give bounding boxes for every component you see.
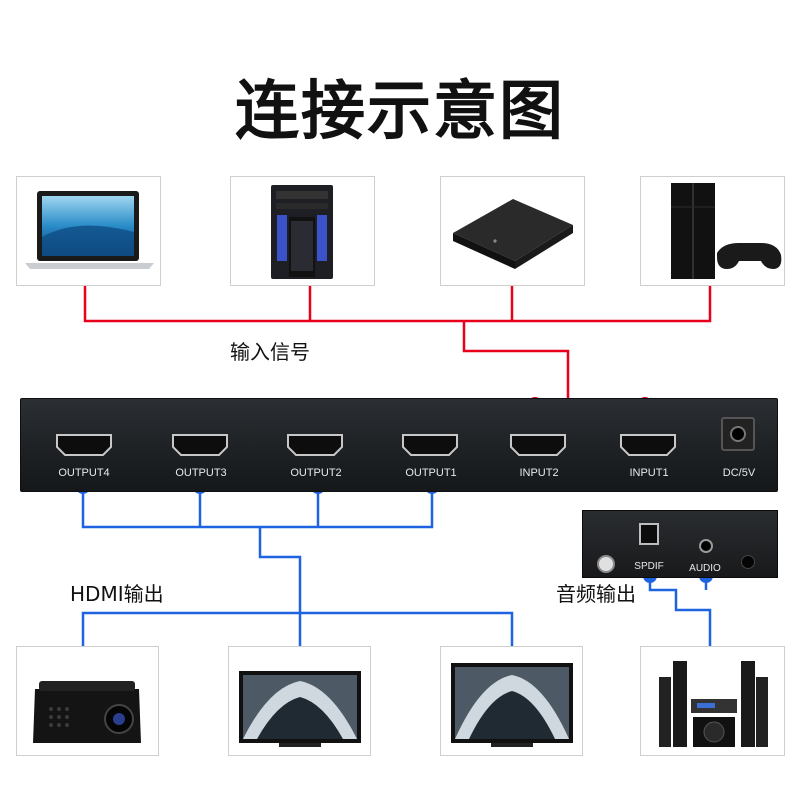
hdmi-switch-unit: OUTPUT4 OUTPUT3 OUTPUT2 OUTPUT1 INPUT2 I… <box>20 398 778 492</box>
output-tv-2 <box>440 646 583 756</box>
speaker-system-icon <box>659 661 768 747</box>
tv-monitor-icon <box>239 671 361 747</box>
output1-port <box>402 434 458 456</box>
output-tv-1 <box>228 646 371 756</box>
input-wire-drop <box>462 321 570 404</box>
input2-label: INPUT2 <box>519 467 559 479</box>
output1-label: OUTPUT1 <box>405 467 457 479</box>
diagram-title: 连接示意图 <box>235 75 565 149</box>
output2-label: OUTPUT2 <box>290 467 342 479</box>
source-game-console <box>640 176 785 286</box>
power-button <box>597 555 615 573</box>
hdmi-output-label: HDMI输出 <box>70 582 164 606</box>
dc-label: DC/5V <box>722 467 756 479</box>
optical-port <box>639 523 659 545</box>
output3-port <box>172 434 228 456</box>
source-desktop-pc <box>230 176 375 286</box>
input-wire-bus <box>83 286 712 323</box>
output2-port <box>287 434 343 456</box>
laptop-icon <box>25 191 154 269</box>
source-tv-box <box>440 176 585 286</box>
input2-port <box>510 434 566 456</box>
output-wire-bus <box>81 487 434 529</box>
dc-power-jack <box>721 417 755 451</box>
output-projector <box>16 646 159 756</box>
spdif-label: SPDIF <box>634 561 664 572</box>
output-speaker-system <box>640 646 785 756</box>
input1-label: INPUT1 <box>629 467 669 479</box>
audio-label: AUDIO <box>689 563 721 574</box>
projector-icon <box>33 681 141 743</box>
game-console-icon <box>671 183 782 279</box>
audio-wire <box>648 578 712 646</box>
audio-jack <box>699 539 713 553</box>
output3-label: OUTPUT3 <box>175 467 227 479</box>
source-laptop <box>16 176 161 286</box>
led-indicator <box>741 555 755 569</box>
output4-label: OUTPUT4 <box>58 467 110 479</box>
tv-box-icon <box>453 199 573 269</box>
output-wire-drop <box>258 527 302 646</box>
output4-port <box>56 434 112 456</box>
desktop-pc-icon <box>271 185 333 279</box>
output-wire-to-displays <box>81 611 514 646</box>
audio-extractor-unit: SPDIF AUDIO <box>582 510 778 578</box>
input1-port <box>620 434 676 456</box>
tv-monitor-icon <box>451 663 573 747</box>
audio-output-label: 音频输出 <box>556 582 636 606</box>
input-signal-label: 输入信号 <box>230 340 310 364</box>
